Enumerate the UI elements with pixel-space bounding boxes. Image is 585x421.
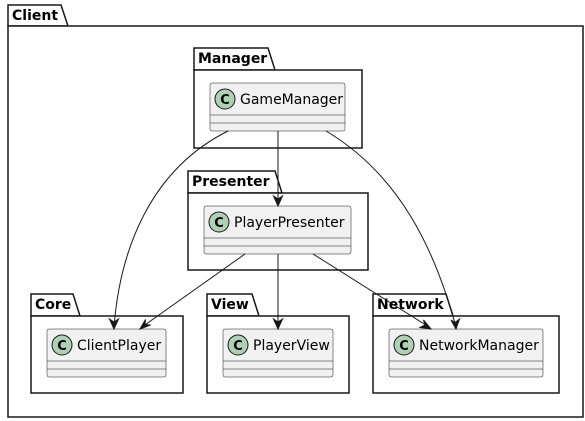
class-stereotype-icon <box>51 334 73 356</box>
class-stereotype-icon <box>393 334 415 356</box>
dependency-arrow <box>113 130 229 328</box>
class-stereotype-letter: C <box>214 216 224 231</box>
package-view-title: View <box>211 297 249 313</box>
class-player-view[interactable]: C PlayerView <box>222 328 334 378</box>
package-network-title: Network <box>377 297 444 313</box>
class-stereotype-icon <box>227 334 249 356</box>
arrow-head-icon <box>108 317 120 331</box>
arrow-head-icon <box>418 319 433 330</box>
class-client-player-box <box>46 328 167 378</box>
class-stereotype-letter: C <box>57 339 67 354</box>
package-client-title: Client <box>12 8 58 24</box>
class-network-manager-box <box>388 328 544 378</box>
class-stereotype-letter: C <box>220 93 230 108</box>
relation-playerpresenter-networkmanager <box>312 253 433 330</box>
dependency-arrow <box>325 130 457 328</box>
class-network-manager[interactable]: C NetworkManager <box>388 328 544 378</box>
relation-playerpresenter-playerview <box>272 254 284 331</box>
class-game-manager[interactable]: C GameManager <box>209 82 346 132</box>
class-client-player[interactable]: C ClientPlayer <box>46 328 167 378</box>
class-stereotype-letter: C <box>399 339 409 354</box>
relation-gamemanager-networkmanager <box>325 130 461 331</box>
arrow-head-icon <box>138 319 151 330</box>
class-network-manager-name: NetworkManager <box>419 338 539 354</box>
class-game-manager-name: GameManager <box>240 92 343 108</box>
relation-gamemanager-clientplayer <box>108 130 229 331</box>
relation-playerpresenter-clientplayer <box>138 253 246 330</box>
arrow-head-icon <box>272 317 284 331</box>
relation-gamemanager-playerpresenter <box>272 131 284 208</box>
class-player-view-name: PlayerView <box>253 338 330 354</box>
class-player-presenter-name: PlayerPresenter <box>234 215 345 231</box>
package-core-title: Core <box>35 297 71 313</box>
class-stereotype-icon <box>208 211 230 233</box>
class-stereotype-icon <box>214 88 236 110</box>
class-client-player-name: ClientPlayer <box>77 338 161 354</box>
arrow-head-icon <box>272 194 284 208</box>
dependency-arrow <box>312 253 430 328</box>
dependency-arrow <box>141 253 246 328</box>
class-stereotype-letter: C <box>233 339 243 354</box>
package-presenter-title: Presenter <box>192 174 270 190</box>
arrow-head-icon <box>450 317 461 331</box>
package-manager-title: Manager <box>198 51 267 67</box>
class-player-presenter[interactable]: C PlayerPresenter <box>203 205 352 255</box>
